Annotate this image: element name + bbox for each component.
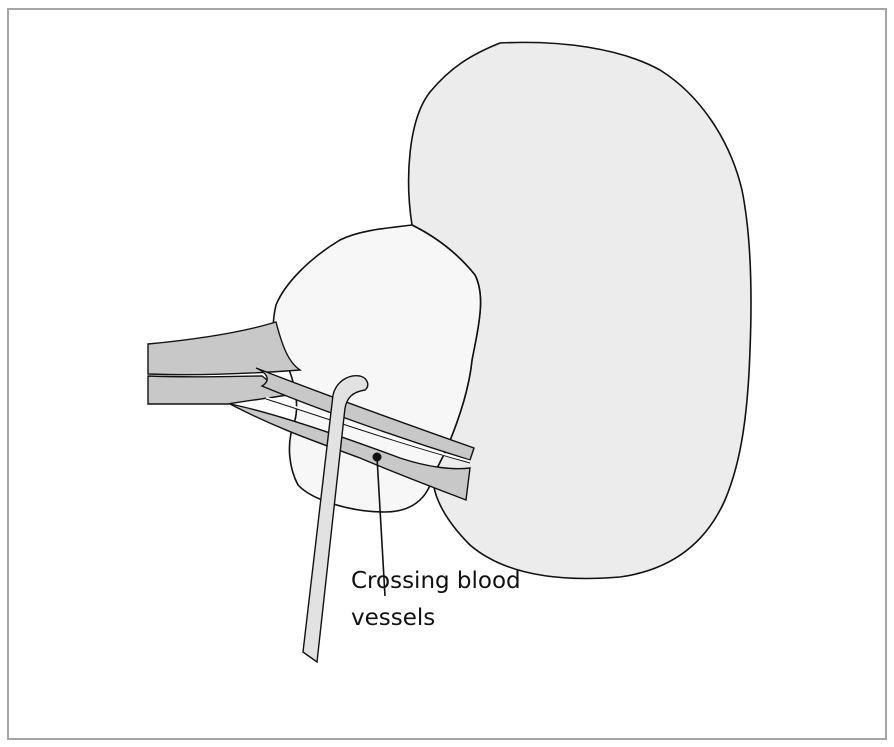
ureter xyxy=(148,322,300,375)
annotation-label-line2: vessels xyxy=(351,605,435,631)
annotation-label-line1: Crossing blood xyxy=(351,568,521,594)
